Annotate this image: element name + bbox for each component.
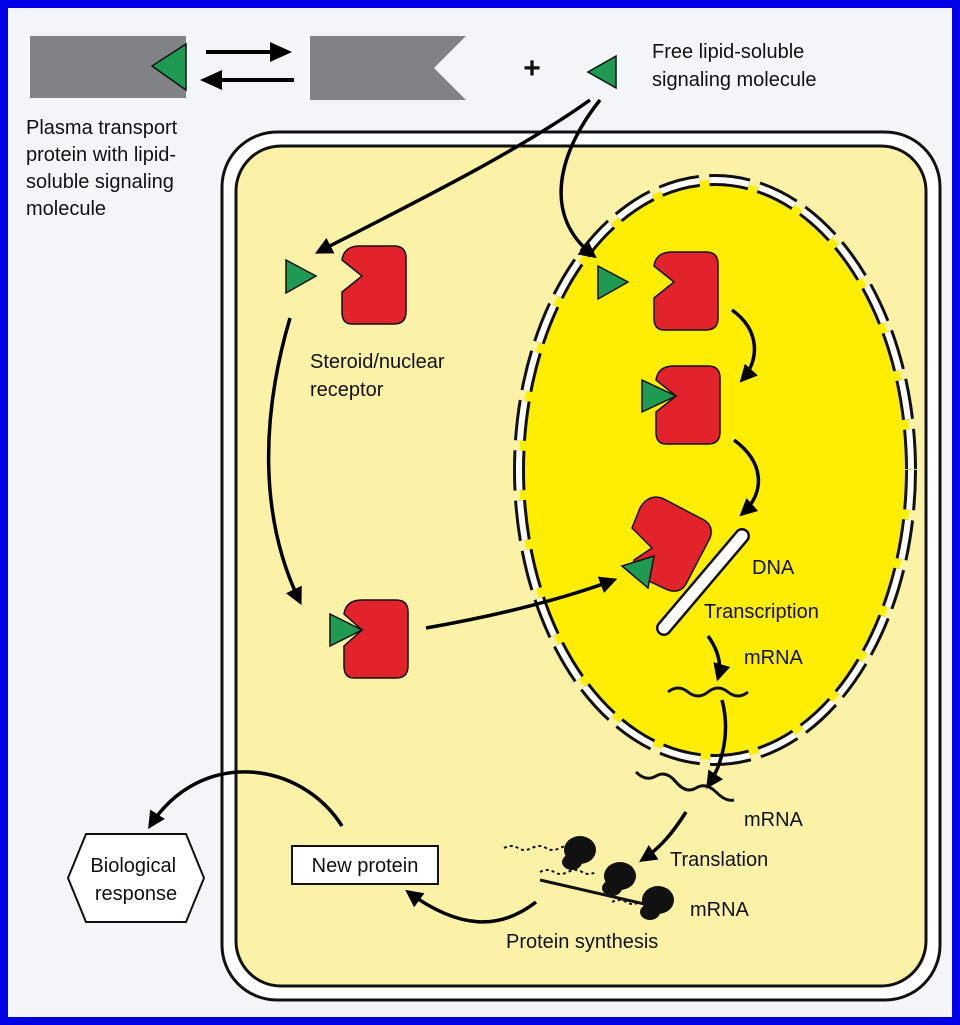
polysome [503,836,674,920]
receptor-nucleus [653,251,719,331]
arrow-to-nucleus [559,98,602,259]
arrow-mrna-export [706,699,728,789]
receptor-complex-cytoplasm [343,599,409,679]
biological-response-hexagon [66,833,206,923]
signal-bound-cytoplasm-icon [329,612,364,648]
receptor-complex-nucleus [655,365,721,445]
transport-protein-free [310,36,466,100]
mrna-nucleus-strand [667,686,749,698]
mrna-ribosome-label: mRNA [690,899,750,921]
receptor-label: Steroid/nuclear receptor [310,351,450,401]
signal-molecule-cytoplasm-icon [285,258,318,295]
mrna-cytoplasm-label: mRNA [744,809,804,831]
signal-dna-complex-icon [620,554,655,590]
arrow-to-dna-complex [425,576,618,630]
nucleus [519,180,911,760]
new-protein-label: New protein [312,855,419,877]
mrna-cytoplasm-strand [634,770,735,802]
receptor-cytoplasm [341,245,407,325]
arrow-to-new-protein [405,889,538,924]
dna-label: DNA [752,557,795,579]
translation-label: Translation [670,849,768,871]
free-signal-molecule-icon [586,54,617,90]
transport-protein-bound [30,36,187,98]
transport-protein-label: Plasma transport protein with lipid- sol… [26,117,183,220]
signal-molecule-nucleus-icon [597,264,630,301]
transcription-label: Transcription [704,601,819,623]
arrow-to-response [148,770,344,829]
mrna-nucleus-label: mRNA [744,647,804,669]
protein-synthesis-label: Protein synthesis [506,931,658,953]
arrow-to-ribosomes [639,811,688,862]
arrow-cytoplasm-down [266,317,302,606]
nuclear-envelope-inner [516,177,914,763]
signal-bound-nucleus-icon [641,378,678,414]
biological-response-label: Biological response [90,855,181,905]
arrow-nucleus-2 [732,438,760,517]
plus-sign: + [523,52,541,85]
free-molecule-label: Free lipid-soluble signaling molecule [652,41,817,91]
new-protein-box [291,845,439,885]
dna-strand-fill [658,530,748,634]
arrow-transcription [706,634,731,682]
equilibrium-arrows [200,42,294,90]
arrow-nucleus-1 [730,308,758,383]
signal-molecule-bound-icon [150,42,187,92]
arrow-to-cytoplasm [314,98,592,254]
